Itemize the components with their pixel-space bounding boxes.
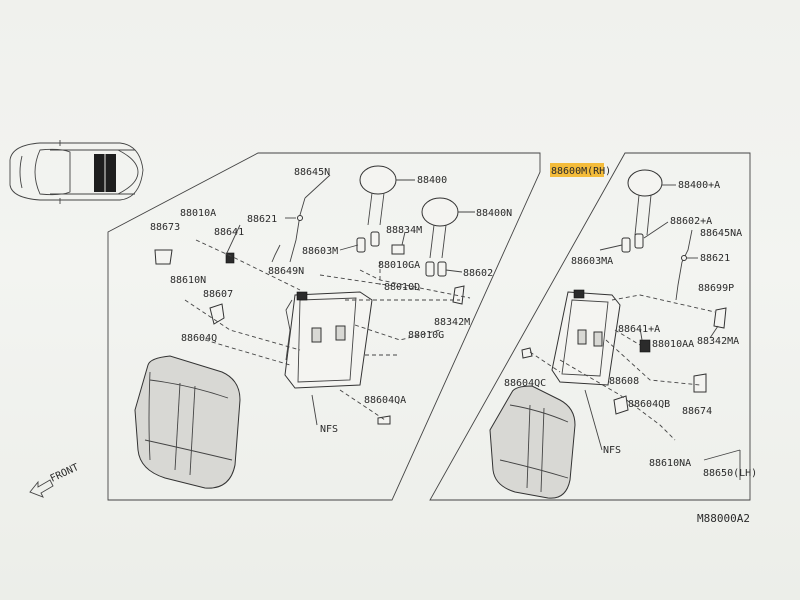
- label-88607: 88607: [203, 289, 233, 300]
- seatback-frame-right: [551, 289, 621, 386]
- car-locator-icon: [9, 140, 144, 204]
- label-88400: 88400: [417, 175, 447, 186]
- guide-88602: [425, 261, 447, 277]
- label-88400n: 88400N: [476, 208, 512, 219]
- front-arrow-icon: [29, 479, 54, 498]
- diagram-code: M88000A2: [697, 512, 750, 525]
- label-88602a: 88602+A: [670, 216, 712, 227]
- label-88010ga: 88010GA: [378, 260, 420, 271]
- highlight-88600m: [550, 163, 604, 177]
- guide-88603m: [356, 231, 380, 253]
- label-88641a: 88641+A: [618, 324, 660, 335]
- right-panel-outline: [429, 152, 751, 501]
- label-88010d: 88010D: [384, 282, 420, 293]
- release-cable-88621: [271, 197, 306, 263]
- clip-88604qa: [377, 415, 391, 425]
- label-88673: 88673: [150, 222, 180, 233]
- label-88650-lh: 88650(LH): [703, 468, 757, 479]
- label-88645n: 88645N: [294, 167, 330, 178]
- guide-88603ma: [621, 237, 631, 253]
- label-88010g: 88010G: [408, 330, 444, 341]
- label-88610na: 88610NA: [649, 458, 691, 469]
- seatback-cushion-left: [134, 355, 241, 489]
- label-88674: 88674: [682, 406, 712, 417]
- latch-cover-88342ma: [713, 307, 727, 329]
- label-88608: 88608: [609, 376, 639, 387]
- headrest-88400a: [627, 169, 663, 236]
- bracket-88834m: [391, 244, 405, 255]
- label-88342m: 88342M: [434, 317, 470, 328]
- label-88010a: 88010A: [180, 208, 216, 219]
- label-88600m-rh: 88600M(RH): [551, 166, 611, 177]
- bracket-88607: [209, 303, 225, 325]
- label-88010aa: 88010AA: [652, 339, 694, 350]
- bracket-88608: [613, 395, 629, 415]
- label-88621-right: 88621: [700, 253, 730, 264]
- label-88603m: 88603M: [302, 246, 338, 257]
- label-nfs-right: NFS: [603, 445, 621, 456]
- left-panel-outline: [107, 152, 541, 501]
- label-88400a: 88400+A: [678, 180, 720, 191]
- guide-88602a: [634, 233, 644, 249]
- label-88645na: 88645NA: [700, 228, 742, 239]
- headrest-88400n: [421, 197, 459, 259]
- latch-cover-88342m: [452, 285, 465, 305]
- cover-88674: [693, 373, 707, 393]
- label-88641: 88641: [214, 227, 244, 238]
- label-88699p: 88699P: [698, 283, 734, 294]
- clip-88604qc: [521, 347, 533, 359]
- cover-88673: [154, 249, 173, 265]
- label-88649n: 88649N: [268, 266, 304, 277]
- release-cable-right: [675, 229, 693, 301]
- label-88610n: 88610N: [170, 275, 206, 286]
- label-nfs-left: NFS: [320, 424, 338, 435]
- label-88604qb: 88604QB: [628, 399, 670, 410]
- label-88834m: 88834M: [386, 225, 422, 236]
- label-88604qa: 88604QA: [364, 395, 406, 406]
- label-88342ma: 88342MA: [697, 336, 739, 347]
- label-88604qc: 88604QC: [504, 378, 546, 389]
- label-88603ma: 88603MA: [571, 256, 613, 267]
- part-88641: [225, 252, 235, 264]
- part-88010aa: [639, 339, 651, 353]
- label-88621: 88621: [247, 214, 277, 225]
- seatback-cushion-right: [489, 385, 576, 499]
- headrest-88400: [359, 165, 397, 226]
- label-88602: 88602: [463, 268, 493, 279]
- label-88604q: 88604Q: [181, 333, 217, 344]
- seatback-frame-left: [284, 291, 373, 389]
- label-front: FRONT: [49, 462, 81, 485]
